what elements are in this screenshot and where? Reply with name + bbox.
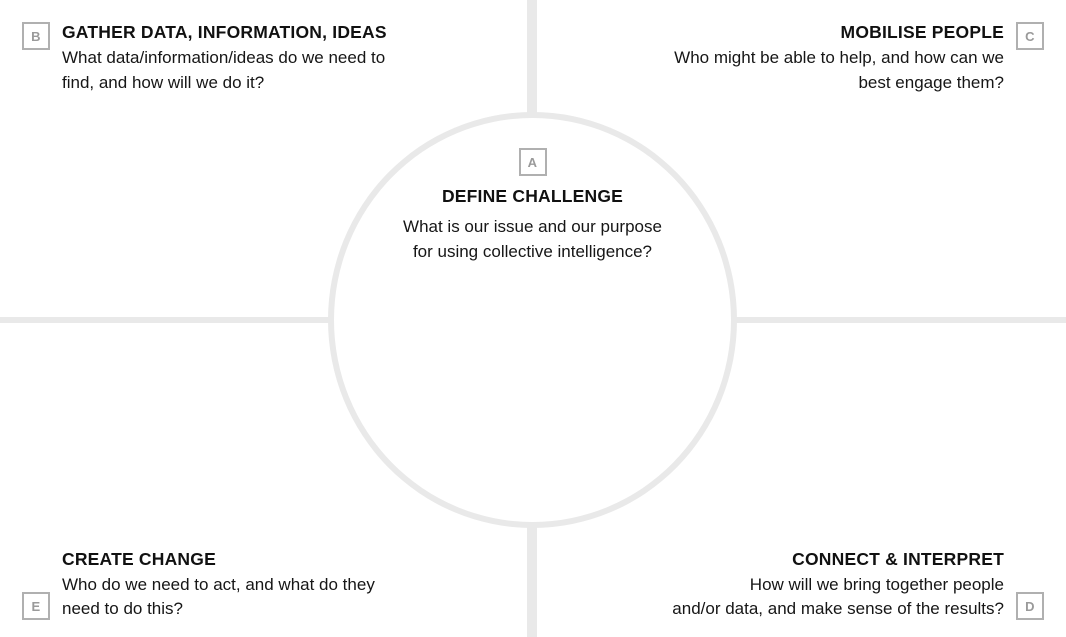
quadrant-gather-data-body: What data/information/ideas do we need t… — [62, 46, 387, 95]
quadrant-mobilise-people-body: Who might be able to help, and how can w… — [674, 46, 1004, 95]
quadrant-gather-data-line-2: find, and how will we do it? — [62, 72, 265, 92]
badge-e: E — [22, 592, 50, 620]
quadrant-gather-data[interactable]: B GATHER DATA, INFORMATION, IDEAS What d… — [22, 22, 387, 95]
quadrant-connect-interpret[interactable]: CONNECT & INTERPRET How will we bring to… — [672, 549, 1044, 622]
quadrant-mobilise-people-line-2: best engage them? — [858, 72, 1004, 92]
centre-body: What is our issue and our purpose for us… — [403, 215, 662, 264]
centre-circle — [328, 112, 737, 528]
quadrant-gather-data-title: GATHER DATA, INFORMATION, IDEAS — [62, 22, 387, 42]
quadrant-mobilise-people-title: MOBILISE PEOPLE — [840, 22, 1004, 42]
quadrant-create-change[interactable]: E CREATE CHANGE Who do we need to act, a… — [22, 549, 375, 622]
quadrant-connect-interpret-line-2: and/or data, and make sense of the resul… — [672, 599, 1004, 619]
centre-title: DEFINE CHALLENGE — [441, 186, 624, 206]
badge-a: A — [518, 148, 547, 176]
centre-body-line-2: for using collective intelligence? — [412, 241, 653, 261]
quadrant-create-change-body: Who do we need to act, and what do they … — [62, 573, 375, 622]
quadrant-create-change-line-1: Who do we need to act, and what do they — [62, 574, 375, 594]
centre-define-challenge[interactable]: A DEFINE CHALLENGE What is our issue and… — [328, 148, 737, 264]
quadrant-connect-interpret-text: CONNECT & INTERPRET How will we bring to… — [672, 549, 1004, 622]
quadrant-mobilise-people[interactable]: MOBILISE PEOPLE Who might be able to hel… — [674, 22, 1044, 95]
badge-d: D — [1016, 592, 1044, 620]
quadrant-mobilise-people-line-1: Who might be able to help, and how can w… — [674, 47, 1004, 67]
badge-c: C — [1016, 22, 1044, 50]
quadrant-connect-interpret-line-1: How will we bring together people — [749, 574, 1004, 594]
quadrant-mobilise-people-text: MOBILISE PEOPLE Who might be able to hel… — [674, 22, 1004, 95]
quadrant-gather-data-line-1: What data/information/ideas do we need t… — [62, 47, 386, 67]
quadrant-gather-data-text: GATHER DATA, INFORMATION, IDEAS What dat… — [62, 22, 387, 95]
quadrant-connect-interpret-title: CONNECT & INTERPRET — [792, 548, 1004, 569]
quadrant-connect-interpret-body: How will we bring together people and/or… — [672, 573, 1004, 622]
centre-body-line-1: What is our issue and our purpose — [403, 217, 662, 236]
quadrant-create-change-title: CREATE CHANGE — [62, 548, 216, 569]
quadrant-create-change-line-2: need to do this? — [62, 599, 183, 619]
badge-b: B — [22, 22, 50, 50]
quadrant-create-change-text: CREATE CHANGE Who do we need to act, and… — [62, 549, 375, 622]
